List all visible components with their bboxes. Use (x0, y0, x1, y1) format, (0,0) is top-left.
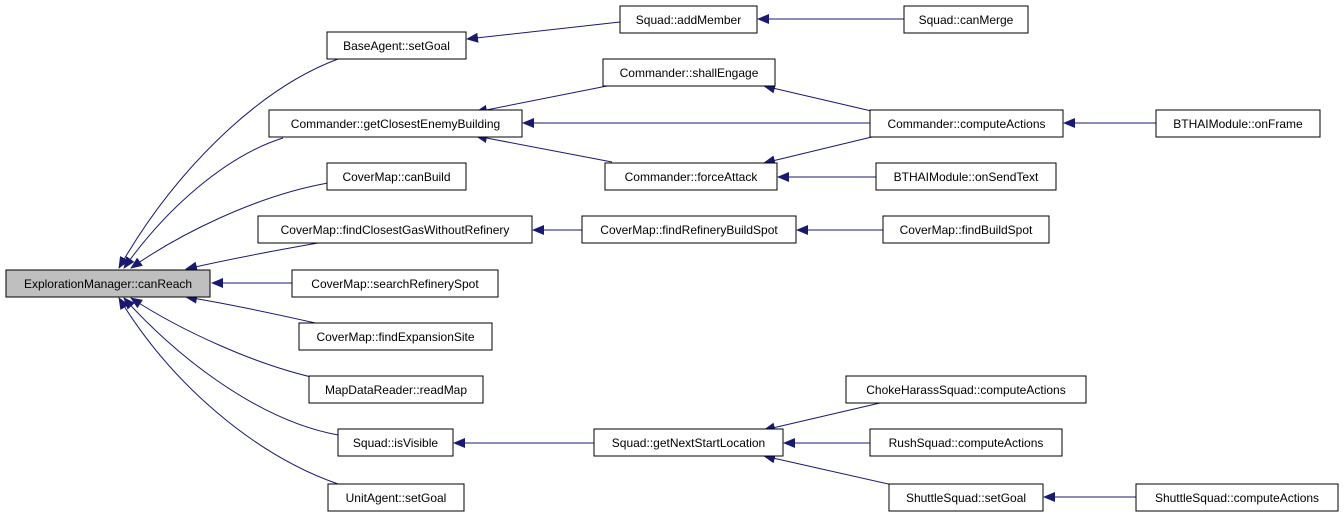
node-label: Commander::computeActions (887, 117, 1045, 131)
node-covermap-canbuild[interactable]: CoverMap::canBuild (326, 162, 467, 191)
edge-commander-shallengage-to-getclosest (475, 84, 613, 115)
edge-squad-isvisible-to-canreach (123, 297, 339, 436)
node-exploration-canreach[interactable]: ExplorationManager::canReach (5, 269, 211, 298)
node-squad-getnextstartlocation[interactable]: Squad::getNextStartLocation (593, 428, 784, 457)
node-chokeharasssquad-computeactions[interactable]: ChokeHarassSquad::computeActions (845, 375, 1087, 404)
edge-commander-getclosest-to-canreach (123, 137, 284, 269)
node-label: CoverMap::searchRefinerySpot (311, 277, 479, 291)
node-label: CoverMap::canBuild (342, 170, 450, 184)
edge-commander-computeactions-to-forceattack (763, 134, 881, 166)
node-shuttlesquad-setgoal[interactable]: ShuttleSquad::setGoal (888, 483, 1044, 512)
node-label: BaseAgent::setGoal (343, 39, 450, 53)
edge-unitagent-setgoal-to-canreach (118, 297, 339, 485)
node-label: CoverMap::findClosestGasWithoutRefinery (281, 223, 510, 237)
node-label: CoverMap::findExpansionSite (316, 330, 474, 344)
node-covermap-findbuildspot[interactable]: CoverMap::findBuildSpot (882, 215, 1050, 244)
node-commander-shallengage[interactable]: Commander::shallEngage (602, 58, 776, 87)
node-label: Squad::addMember (636, 13, 741, 27)
node-commander-computeactions[interactable]: Commander::computeActions (869, 109, 1064, 138)
nodes: ExplorationManager::canReach BaseAgent::… (5, 5, 1339, 512)
node-label: BTHAIModule::onFrame (1173, 117, 1303, 131)
node-bthai-onframe[interactable]: BTHAIModule::onFrame (1155, 109, 1321, 138)
edge-covermap-canbuild-to-canreach (130, 182, 329, 269)
node-label: BTHAIModule::onSendText (894, 170, 1039, 184)
node-label: Squad::canMerge (919, 13, 1014, 27)
node-shuttlesquad-computeactions[interactable]: ShuttleSquad::computeActions (1135, 483, 1339, 512)
edge-chokeharass-to-getnextstartlocation (763, 402, 881, 433)
edge-shuttlesquad-setgoal-to-getnextstartlocation (763, 453, 894, 486)
edge-baseagent-setgoal-to-canreach (118, 58, 339, 269)
edge-commander-computeactions-to-shallengage (763, 83, 881, 114)
node-commander-getclosestenemybuilding[interactable]: Commander::getClosestEnemyBuilding (268, 109, 523, 138)
node-covermap-searchrefineryspot[interactable]: CoverMap::searchRefinerySpot (291, 269, 499, 298)
node-label: MapDataReader::readMap (325, 383, 467, 397)
edges (118, 14, 1156, 502)
edge-mapdatareader-readmap-to-canreach (130, 297, 321, 380)
node-squad-isvisible[interactable]: Squad::isVisible (337, 428, 454, 457)
edge-covermap-findclosestgas-to-canreach (185, 242, 319, 272)
node-covermap-findexpansionsite[interactable]: CoverMap::findExpansionSite (298, 322, 493, 351)
node-baseagent-setgoal[interactable]: BaseAgent::setGoal (326, 31, 467, 60)
node-label: Squad::isVisible (353, 436, 438, 450)
node-covermap-findrefinerybuildspot[interactable]: CoverMap::findRefineryBuildSpot (581, 215, 797, 244)
node-label: CoverMap::findRefineryBuildSpot (600, 223, 778, 237)
node-covermap-findclosestgaswithoutrefinery[interactable]: CoverMap::findClosestGasWithoutRefinery (257, 215, 533, 244)
node-unitagent-setgoal[interactable]: UnitAgent::setGoal (327, 483, 465, 512)
node-squad-canmerge[interactable]: Squad::canMerge (903, 5, 1029, 34)
node-label: Squad::getNextStartLocation (612, 436, 765, 450)
node-label: RushSquad::computeActions (889, 436, 1044, 450)
node-label: UnitAgent::setGoal (346, 491, 447, 505)
edge-commander-forceattack-to-getclosest (475, 133, 613, 163)
node-squad-addmember[interactable]: Squad::addMember (619, 5, 758, 34)
node-label: CoverMap::findBuildSpot (900, 223, 1033, 237)
node-label: ShuttleSquad::setGoal (906, 491, 1026, 505)
node-commander-forceattack[interactable]: Commander::forceAttack (604, 162, 778, 191)
edge-squad-addmember-to-baseagent-setgoal (466, 21, 621, 43)
node-label: ShuttleSquad::computeActions (1155, 491, 1319, 505)
node-mapdatareader-readmap[interactable]: MapDataReader::readMap (308, 375, 484, 404)
node-rushsquad-computeactions[interactable]: RushSquad::computeActions (869, 428, 1063, 457)
node-label: ExplorationManager::canReach (24, 277, 192, 291)
node-label: ChokeHarassSquad::computeActions (866, 383, 1065, 397)
node-label: Commander::shallEngage (620, 66, 759, 80)
edge-covermap-findexpansionsite-to-canreach (185, 293, 321, 325)
node-label: Commander::forceAttack (625, 170, 759, 184)
node-bthai-onsendtext[interactable]: BTHAIModule::onSendText (875, 162, 1057, 191)
node-label: Commander::getClosestEnemyBuilding (291, 117, 500, 131)
